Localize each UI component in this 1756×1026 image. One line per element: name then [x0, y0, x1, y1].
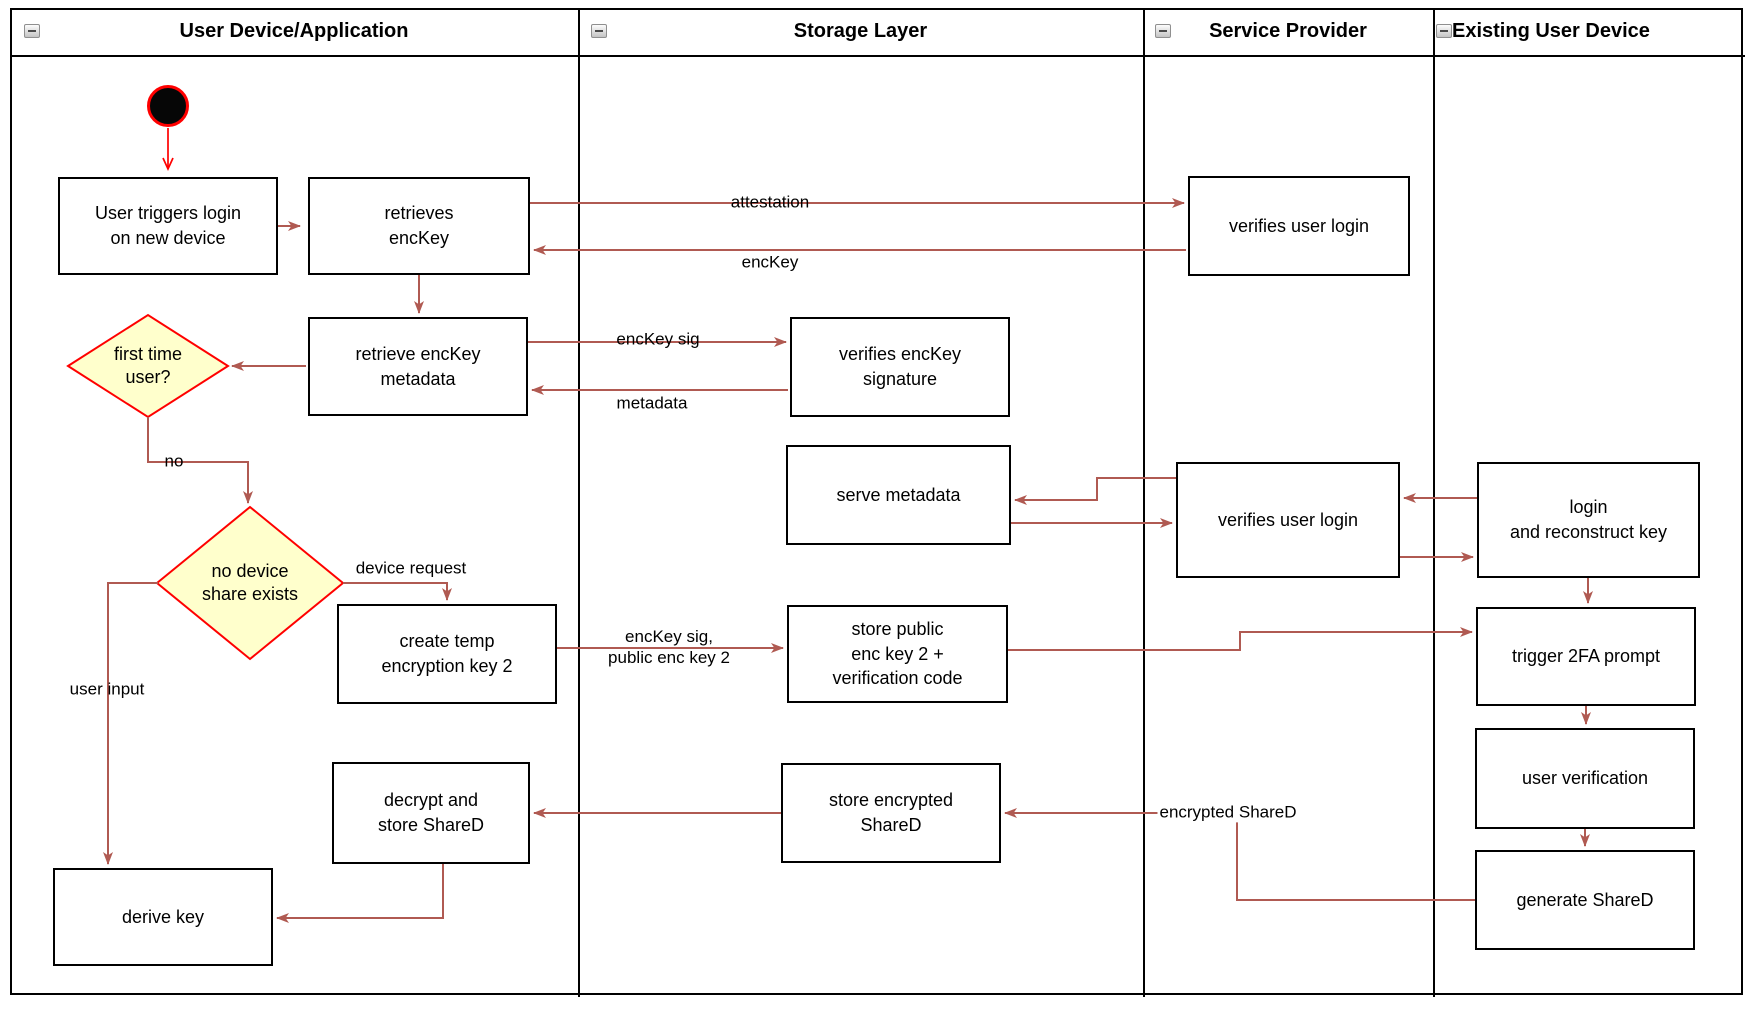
header-separator [10, 55, 1745, 57]
node-trigger-2fa-prompt[interactable]: trigger 2FA prompt [1476, 607, 1696, 706]
lane-title-user-device: User Device/Application [179, 20, 409, 42]
edge-label-user-input: user input [69, 679, 145, 699]
edge-label-enckey: encKey [741, 252, 799, 272]
edge-label-encrypted-shared: encrypted ShareD [1157, 801, 1299, 823]
edge-label-enckey-sig-public: encKey sig, public enc key 2 [608, 626, 730, 667]
node-retrieves-enckey[interactable]: retrieves encKey [308, 177, 530, 275]
lane-border-3 [1433, 8, 1435, 997]
node-generate-shared[interactable]: generate ShareD [1475, 850, 1695, 950]
edge-no-branch [147, 417, 253, 504]
minus-icon [1159, 30, 1167, 32]
minus-icon [1440, 30, 1448, 32]
node-login-and-reconstruct-key[interactable]: login and reconstruct key [1477, 462, 1700, 578]
edge-store-to-2fa [1008, 627, 1473, 651]
node-store-public-enc-key-2[interactable]: store public enc key 2 + verification co… [787, 605, 1008, 703]
decision-first-time-user[interactable] [66, 313, 230, 419]
collapse-lane-icon[interactable] [591, 24, 607, 38]
minus-icon [595, 30, 603, 32]
edge-user-input [103, 582, 158, 865]
node-verifies-enckey-signature[interactable]: verifies encKey signature [790, 317, 1010, 417]
edge-verifies-to-serve [1014, 477, 1176, 505]
node-retrieve-enckey-metadata[interactable]: retrieve encKey metadata [308, 317, 528, 416]
lane-title-storage-layer: Storage Layer [793, 20, 928, 42]
collapse-lane-icon[interactable] [1436, 24, 1452, 38]
lane-title-existing-user-device: Existing User Device [1452, 20, 1650, 42]
minus-icon [28, 30, 36, 32]
edge-label-metadata: metadata [616, 393, 688, 413]
initial-node[interactable] [147, 85, 189, 127]
node-store-encrypted-shared[interactable]: store encrypted ShareD [781, 763, 1001, 863]
edge-label-enckey-sig: encKey sig [616, 329, 700, 349]
edge-decrypt-to-derive [276, 864, 444, 923]
collapse-lane-icon[interactable] [1155, 24, 1171, 38]
lane-border-1 [578, 8, 580, 997]
decision-label-no-device-share: no device share exists [201, 560, 299, 604]
node-verifies-user-login-2[interactable]: verifies user login [1176, 462, 1400, 578]
node-user-verification[interactable]: user verification [1475, 728, 1695, 829]
node-serve-metadata[interactable]: serve metadata [786, 445, 1011, 545]
edge-device-request [343, 582, 452, 601]
node-verifies-user-login-1[interactable]: verifies user login [1188, 176, 1410, 276]
node-decrypt-and-store-shared[interactable]: decrypt and store ShareD [332, 762, 530, 864]
decision-label-first-time-user: first time user? [113, 343, 182, 387]
collapse-lane-icon[interactable] [24, 24, 40, 38]
node-derive-key[interactable]: derive key [53, 868, 273, 966]
lane-border-2 [1143, 8, 1145, 997]
edge-label-no: no [164, 451, 184, 471]
node-create-temp-encryption-key-2[interactable]: create temp encryption key 2 [337, 604, 557, 704]
edge-label-device-request: device request [355, 558, 467, 578]
edge-encrypted-shared [1004, 808, 1475, 901]
edge-label-attestation: attestation [730, 192, 810, 212]
lane-title-service-provider: Service Provider [1209, 20, 1367, 42]
node-user-triggers-login[interactable]: User triggers login on new device [58, 177, 278, 275]
